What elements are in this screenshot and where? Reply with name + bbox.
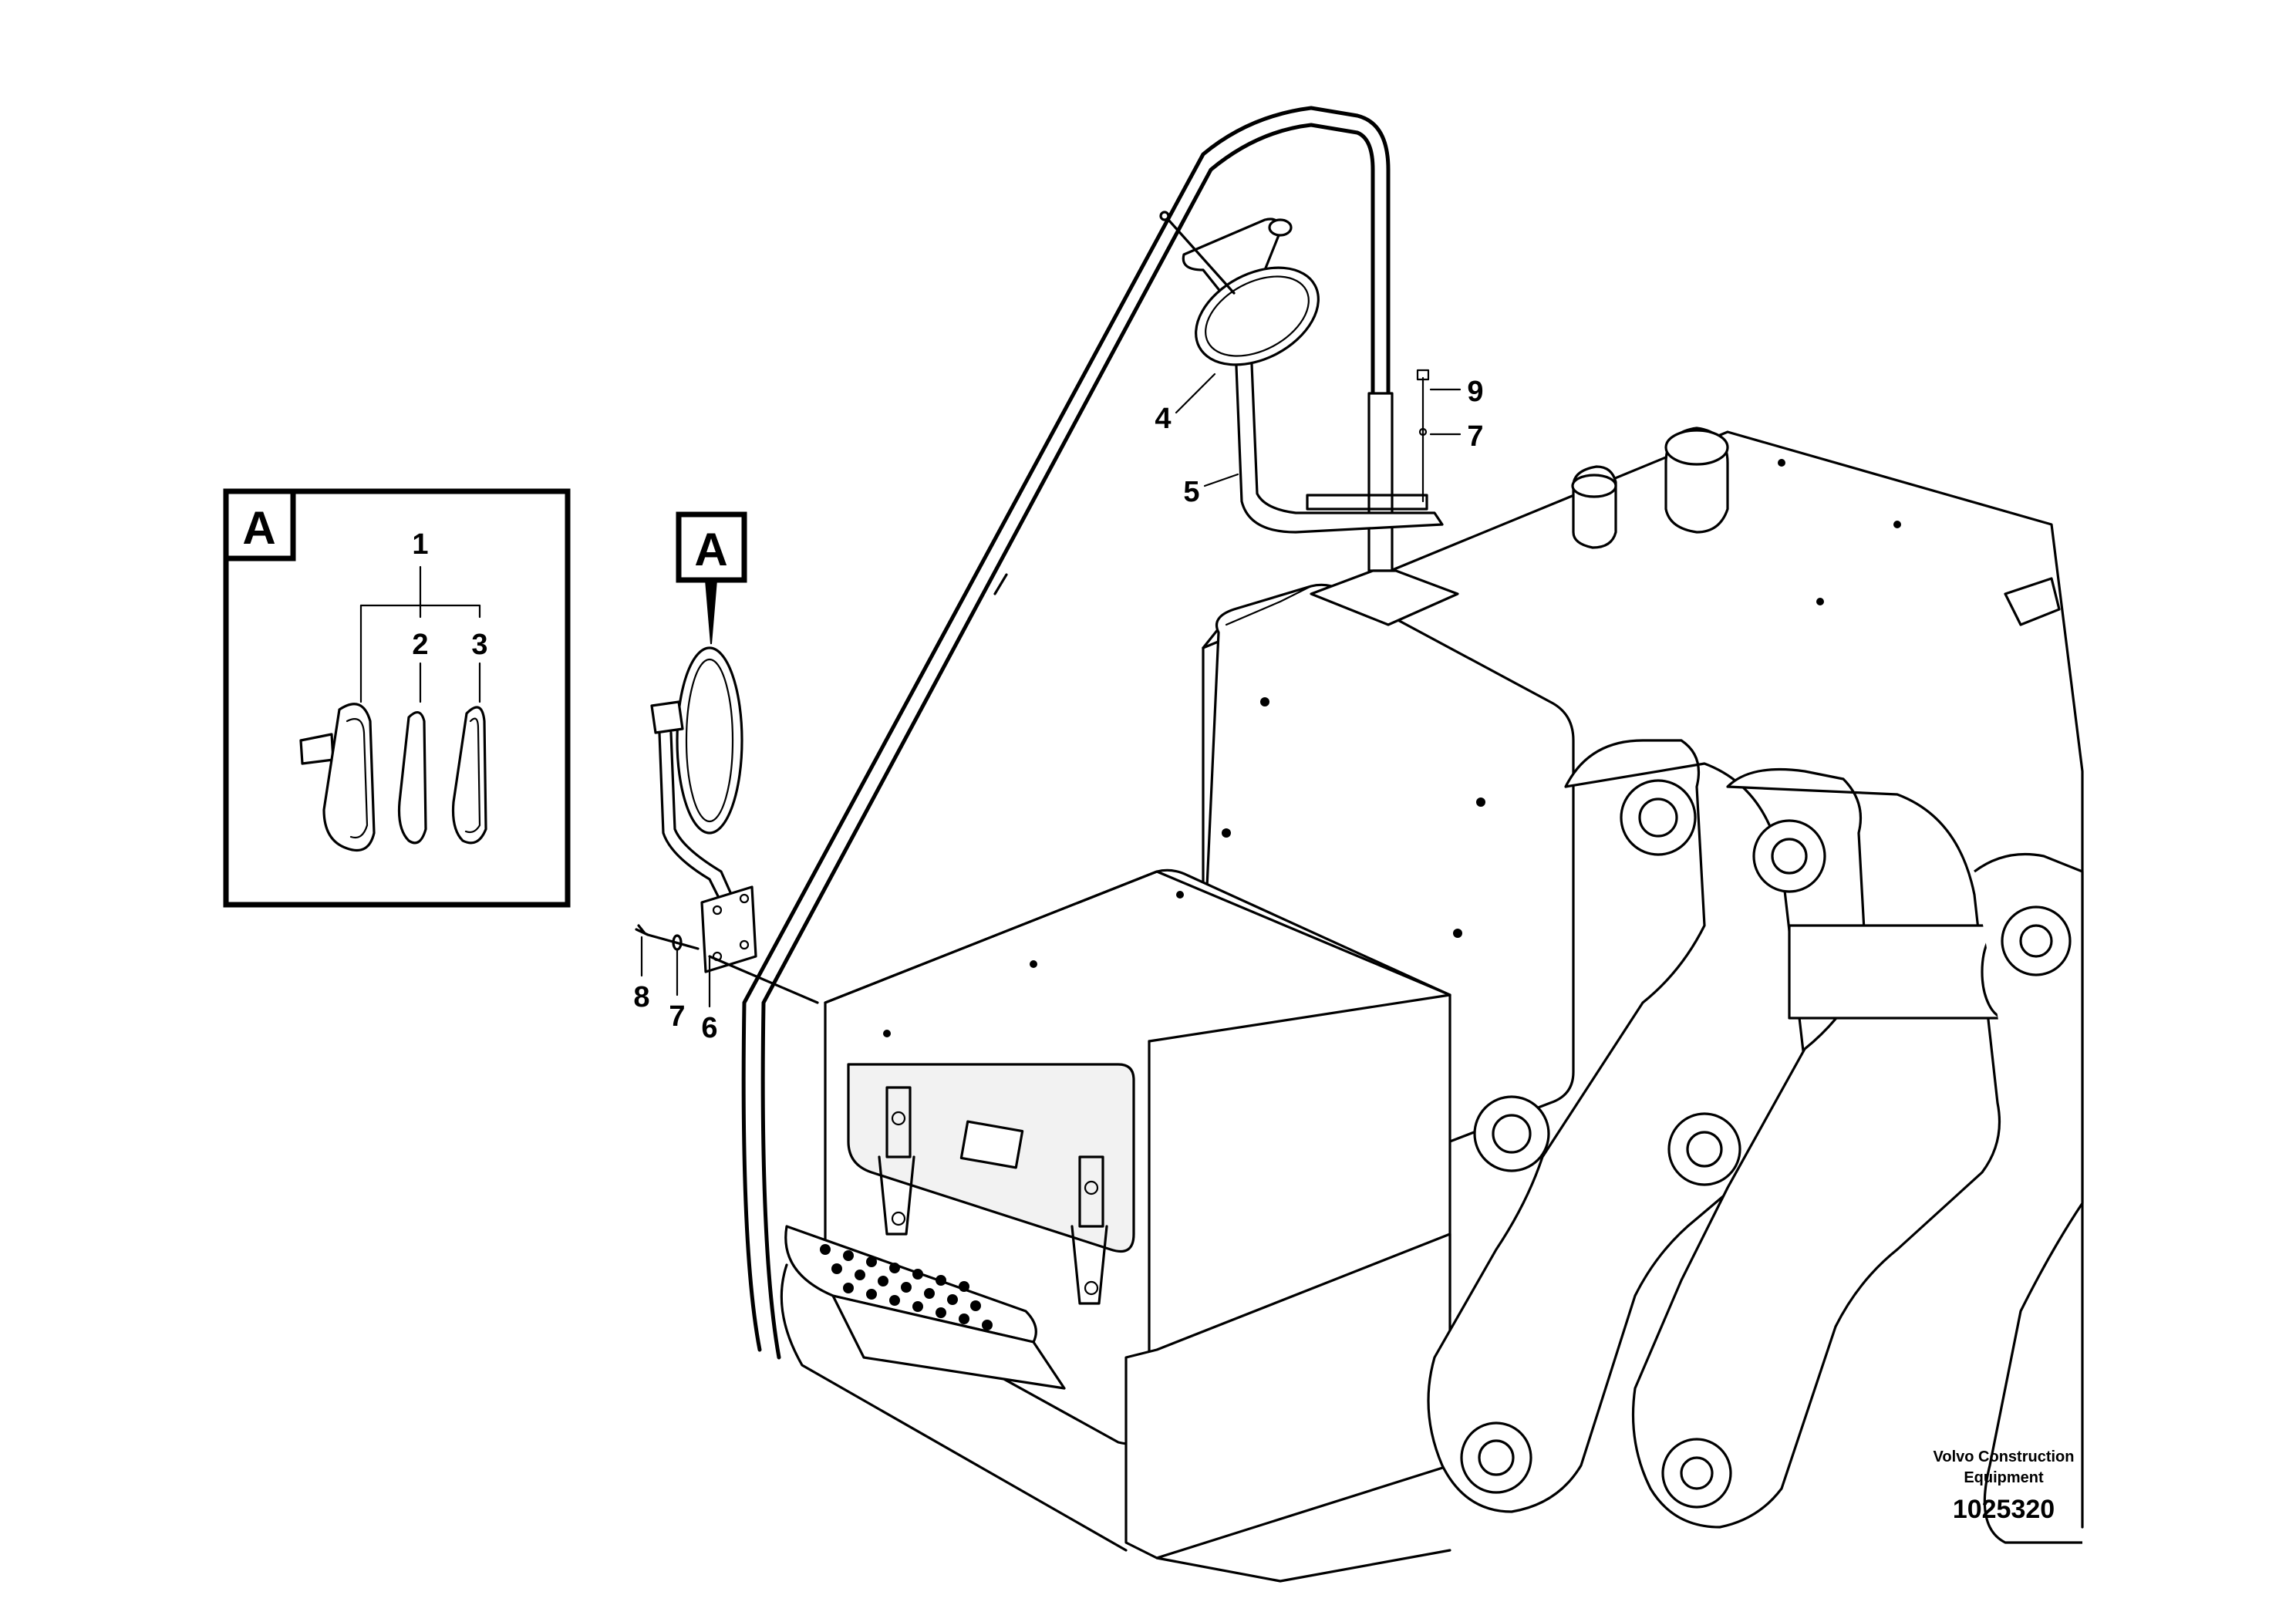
step: [784, 1225, 1066, 1390]
mirror-housing-item1: [299, 703, 376, 852]
brand-line-1: Volvo Construction: [1934, 1448, 2075, 1465]
mirror-bracket-item5: [1182, 218, 1444, 534]
pointer-letter: A: [694, 524, 727, 575]
latch-left: [878, 1086, 915, 1236]
callout-3: 3: [471, 629, 487, 661]
mirror-post: [1367, 392, 1394, 572]
callout-8: 8: [633, 981, 649, 1013]
callout-2: 2: [412, 629, 428, 661]
brand-line-2: Equipment: [1964, 1469, 2044, 1486]
latch-right: [1070, 1155, 1108, 1305]
callout-numbers: 1 2 3 4 5 9 7 8 7 6: [412, 373, 1484, 1044]
callout-4: 4: [1155, 403, 1171, 435]
callout-6: 6: [701, 1012, 717, 1044]
mirror-bracket-item6: [700, 885, 757, 973]
callout-7-lower: 7: [669, 1000, 685, 1033]
callout-1: 1: [412, 528, 428, 561]
side-mirror-head: [676, 646, 743, 835]
upper-mirror-assembly: [1159, 211, 1444, 534]
view-pointer-a: A: [676, 511, 747, 645]
detail-box-letter: A: [242, 502, 275, 554]
side-mirror-assembly: [635, 646, 819, 1008]
handrail: [741, 106, 1391, 1352]
surface-bolts: [883, 459, 1901, 1037]
callout-9: 9: [1467, 376, 1483, 408]
boom-hinge: [1427, 739, 2084, 1544]
detail-box-label-frame: [223, 488, 296, 561]
nameplate: [959, 1120, 1024, 1169]
document-number: 1025320: [1953, 1495, 2055, 1524]
mirror-glass-item2: [397, 711, 427, 845]
detail-view-a: A: [223, 488, 571, 908]
machine-body: [741, 106, 2084, 1583]
screw-item8: [635, 924, 700, 950]
callout-7-upper: 7: [1467, 420, 1483, 453]
mirror-item4: [1195, 266, 1320, 366]
callout-5: 5: [1183, 476, 1199, 508]
footer: Volvo Construction Equipment 1025320: [1934, 1448, 2075, 1524]
